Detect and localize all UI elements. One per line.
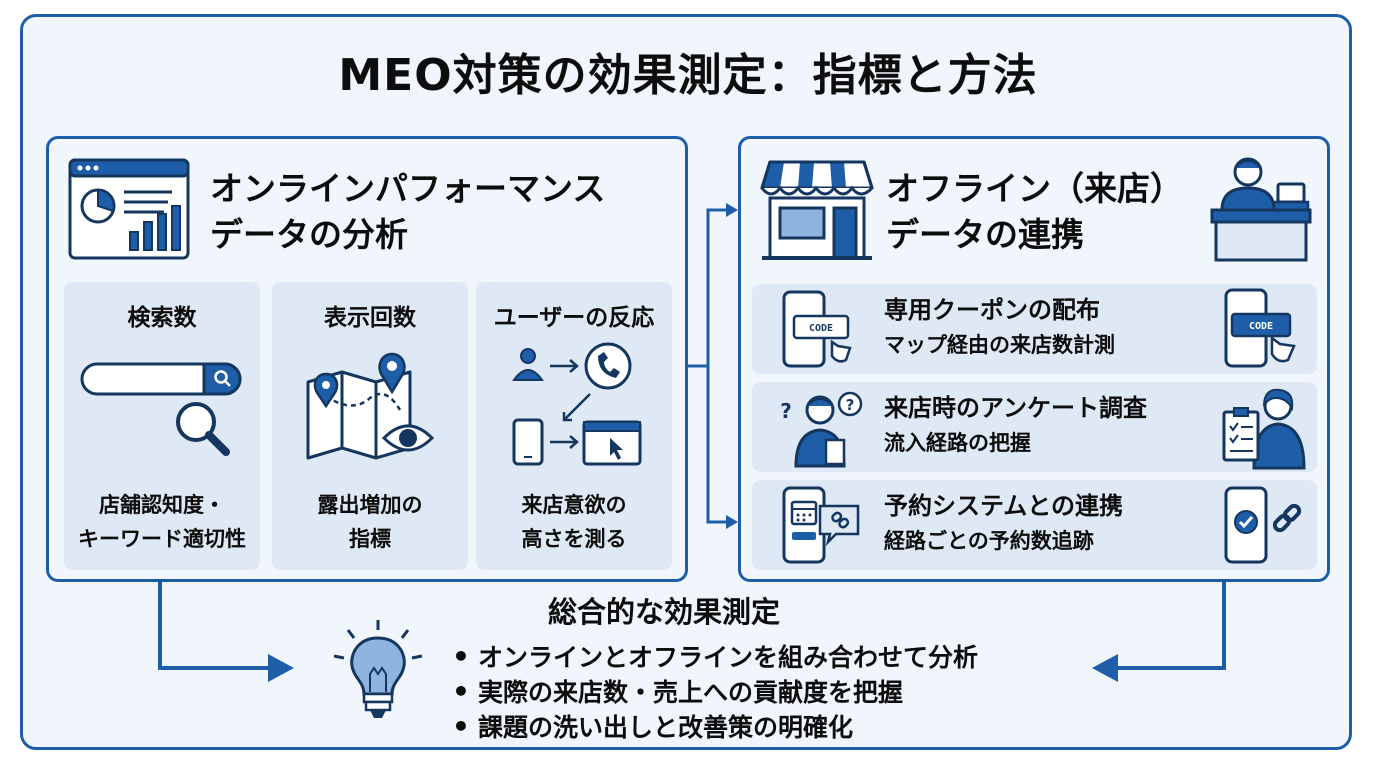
online-title-line1: オンラインパフォーマンス <box>210 169 606 208</box>
offline-item-coupon: CODE 専用クーポンの配布 マップ経由の来店数計測 CODE <box>752 284 1317 374</box>
offline-title-line1: オフライン（来店） <box>886 169 1183 208</box>
summary-bullet: オンラインとオフラインを組み合わせて分析 <box>452 640 978 675</box>
phone-coupon-icon: CODE <box>782 290 852 368</box>
offline-item-title: 予約システムとの連携 <box>884 492 1124 520</box>
offline-item-survey: ? ? 来店時のアンケート調査 流入経路の把握 <box>752 382 1317 472</box>
coupon-code-text: CODE <box>809 323 833 334</box>
online-title-line2: データの分析 <box>210 215 408 254</box>
offline-item-reservation: 予約システムとの連携 経路ごとの予約数追跡 <box>752 480 1317 570</box>
svg-text:?: ? <box>780 399 792 423</box>
metric-desc-line2: 指標 <box>349 527 391 551</box>
storefront-icon <box>760 160 874 260</box>
summary-bullet: 課題の洗い出しと改善策の明確化 <box>452 710 978 745</box>
cashier-icon <box>1210 157 1312 262</box>
summary-title: 総合的な効果測定 <box>548 595 781 629</box>
map-pin-eye-icon <box>306 352 435 460</box>
summary-bullets: オンラインとオフラインを組み合わせて分析 実際の来店数・売上への貢献度を把握 課… <box>452 640 978 745</box>
offline-item-title: 専用クーポンの配布 <box>884 296 1100 324</box>
metric-desc-line2: キーワード適切性 <box>78 527 246 551</box>
metric-desc-line1: 来店意欲の <box>521 493 627 517</box>
offline-item-sub: 経路ごとの予約数追跡 <box>884 529 1094 553</box>
page-title: MEO対策の効果測定：指標と方法 <box>338 50 1038 101</box>
dashboard-icon <box>68 158 190 260</box>
svg-text:?: ? <box>846 396 855 414</box>
phone-calendar-chat-icon <box>782 486 860 564</box>
metric-card-impressions: 表示回数 露出増加の 指標 <box>272 282 468 570</box>
metric-title: ユーザーの反応 <box>493 305 655 331</box>
summary-bullet: 実際の来店数・売上への貢献度を把握 <box>452 675 978 710</box>
metric-desc-line1: 露出増加の <box>317 493 423 517</box>
metric-title: 検索数 <box>127 305 197 331</box>
coupon-code-text: CODE <box>1249 321 1273 332</box>
offline-item-sub: マップ経由の来店数計測 <box>884 333 1115 357</box>
metric-card-search: 検索数 店舗認知度・ キーワード適切性 <box>64 282 260 570</box>
phone-check-link-icon <box>1224 486 1302 564</box>
metric-title: 表示回数 <box>324 305 416 331</box>
metric-desc-line2: 高さを測る <box>521 527 627 551</box>
customer-question-icon: ? ? <box>780 391 863 468</box>
search-bar-icon <box>80 362 242 456</box>
offline-item-sub: 流入経路の把握 <box>884 431 1031 455</box>
offline-item-title: 来店時のアンケート調査 <box>884 394 1148 422</box>
clipboard-staff-icon <box>1222 388 1306 470</box>
lightbulb-icon <box>333 620 423 718</box>
phone-code-icon: CODE <box>1224 288 1296 368</box>
user-actions-icon <box>512 342 642 466</box>
offline-title-line2: データの連携 <box>886 215 1084 254</box>
metric-card-reaction: ユーザーの反応 来店意欲の 高さを測る <box>476 282 672 570</box>
metric-desc-line1: 店舗認知度・ <box>99 493 225 517</box>
